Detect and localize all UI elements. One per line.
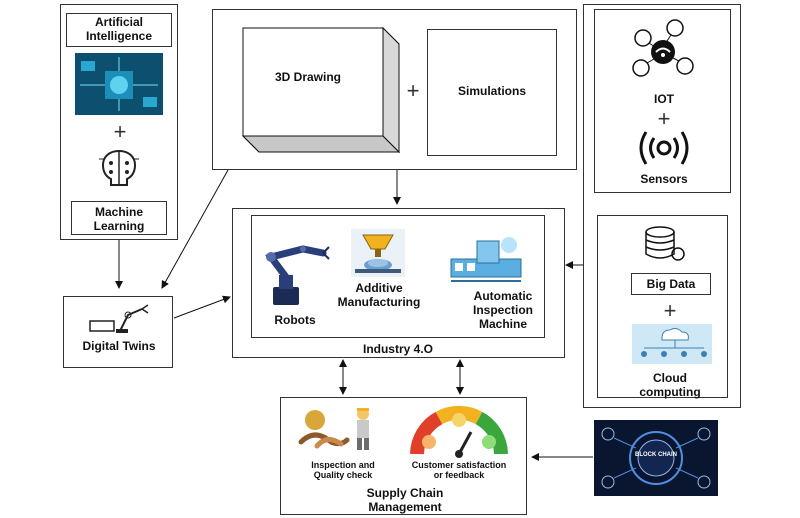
3d-drawing-box (241, 26, 401, 154)
ml-label-box (71, 201, 167, 235)
3d-printer-icon (351, 229, 405, 277)
ml-label: Machine Learning (93, 205, 145, 233)
satisfaction-gauge-icon (410, 405, 508, 458)
arrow-top-to-twins (161, 169, 229, 289)
blockchain-label: BLOCK CHAIN (635, 452, 677, 458)
digital-twins-label: Digital Twins (82, 339, 156, 353)
big-data-label: Big Data (646, 277, 696, 291)
inspection-quality-label: Inspection and Quality check (311, 460, 375, 480)
supply-chain-title: Supply Chain Management (366, 486, 444, 514)
plus-sign-bigdata: + (663, 298, 677, 323)
robots-label: Robots (274, 313, 316, 327)
ai-label: Artificial Intelligence (85, 15, 153, 43)
customer-label: Customer satisfaction or feedback (411, 460, 507, 480)
additive-label: Additive Manufacturing (337, 281, 421, 309)
digital-twins-box: Digital Twins (63, 296, 173, 368)
inspection-label: Automatic Inspection Machine (472, 289, 533, 331)
ai-ml-panel: Artificial Intelligence + Machine Learni… (60, 4, 178, 240)
plus-sign-iot: + (657, 106, 671, 131)
cloud-label: Cloud computing (639, 371, 701, 399)
3d-drawing-label: 3D Drawing (274, 70, 341, 84)
blockchain-icon: BLOCK CHAIN (594, 420, 718, 496)
iot-icon (632, 19, 694, 77)
bigdata-cloud-box: Big Data + Cloud computing (597, 215, 728, 399)
big-data-icon (645, 226, 685, 261)
brain-chip-icon (99, 149, 139, 186)
simulations-label: Simulations (457, 84, 526, 98)
plus-sign: + (113, 119, 127, 144)
supply-chain-panel: Inspection and Quality check Customer sa… (280, 397, 527, 515)
robotic-arm-icon (89, 304, 149, 333)
sensor-icon (639, 131, 689, 165)
ai-illustration-icon (75, 53, 163, 115)
big-data-label-box (631, 273, 711, 295)
arrow-twins-to-industry (173, 295, 231, 319)
simulations-box (427, 29, 557, 156)
iot-label: IOT (654, 92, 674, 106)
plus-sign-top: + (406, 78, 420, 103)
sensors-label: Sensors (640, 172, 688, 186)
ai-label-box (66, 13, 172, 47)
cloud-computing-icon (632, 324, 712, 364)
robot-arm-icon (265, 245, 330, 305)
industry-title: Industry 4.O (362, 342, 433, 356)
industry-panel: Robots Additive Manufacturing Automatic … (232, 208, 565, 358)
iot-sensors-box: IOT + Sensors (594, 9, 731, 193)
handshake-worker-icon (298, 408, 369, 450)
design-panel: 3D Drawing + Simulations (212, 9, 577, 170)
inspection-machine-icon (450, 237, 522, 282)
